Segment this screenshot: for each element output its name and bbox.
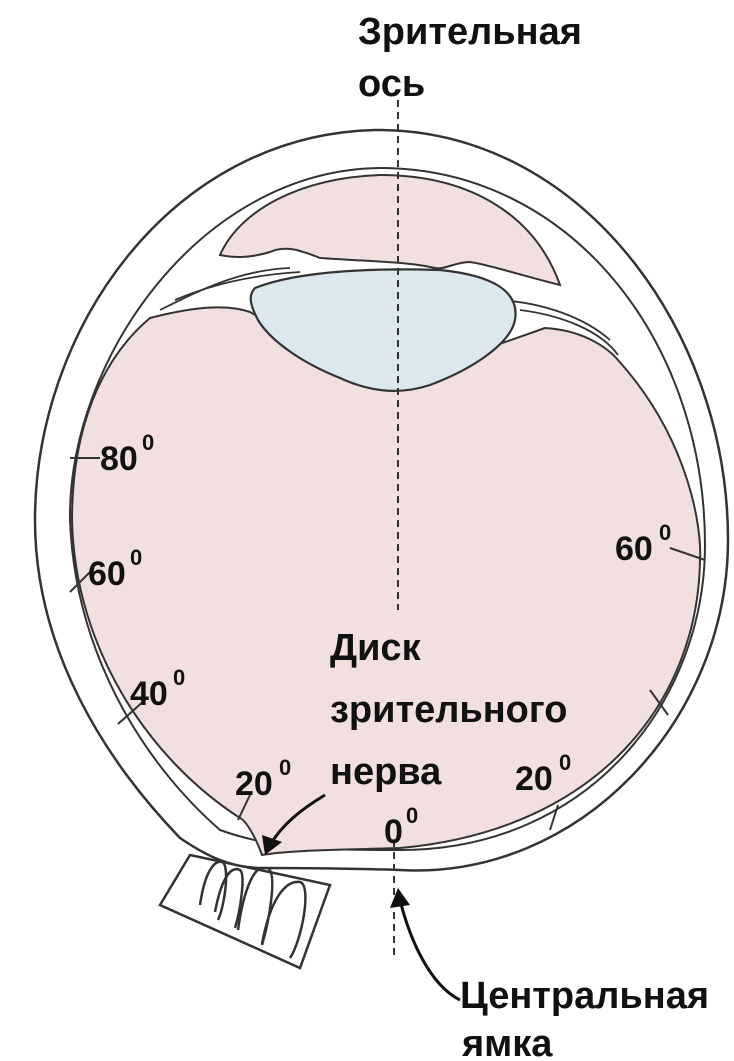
visual-axis-label-line2: ось <box>358 63 425 105</box>
fovea-arrow <box>390 888 460 1000</box>
svg-text:0: 0 <box>559 750 571 775</box>
svg-text:20: 20 <box>235 765 273 803</box>
optic-disc-label-line2: зрительного <box>330 689 567 731</box>
optic-disc-label-line1: Диск <box>330 627 422 669</box>
svg-text:0: 0 <box>142 430 154 455</box>
svg-text:20: 20 <box>515 760 553 798</box>
svg-text:0: 0 <box>384 813 403 851</box>
visual-axis-label-line1: Зрительная <box>358 11 582 53</box>
svg-text:60: 60 <box>615 530 653 568</box>
svg-text:0: 0 <box>279 755 291 780</box>
svg-text:0: 0 <box>130 545 142 570</box>
svg-text:80: 80 <box>100 440 138 478</box>
svg-text:60: 60 <box>88 555 126 593</box>
fovea-label-line2: ямка <box>461 1023 553 1061</box>
optic-disc-label-line3: нерва <box>330 751 442 793</box>
fovea-label-line1: Центральная <box>460 975 709 1017</box>
svg-text:40: 40 <box>130 675 168 713</box>
optic-nerve <box>160 855 330 968</box>
svg-text:0: 0 <box>173 665 185 690</box>
svg-text:0: 0 <box>406 803 418 828</box>
svg-text:0: 0 <box>659 520 671 545</box>
